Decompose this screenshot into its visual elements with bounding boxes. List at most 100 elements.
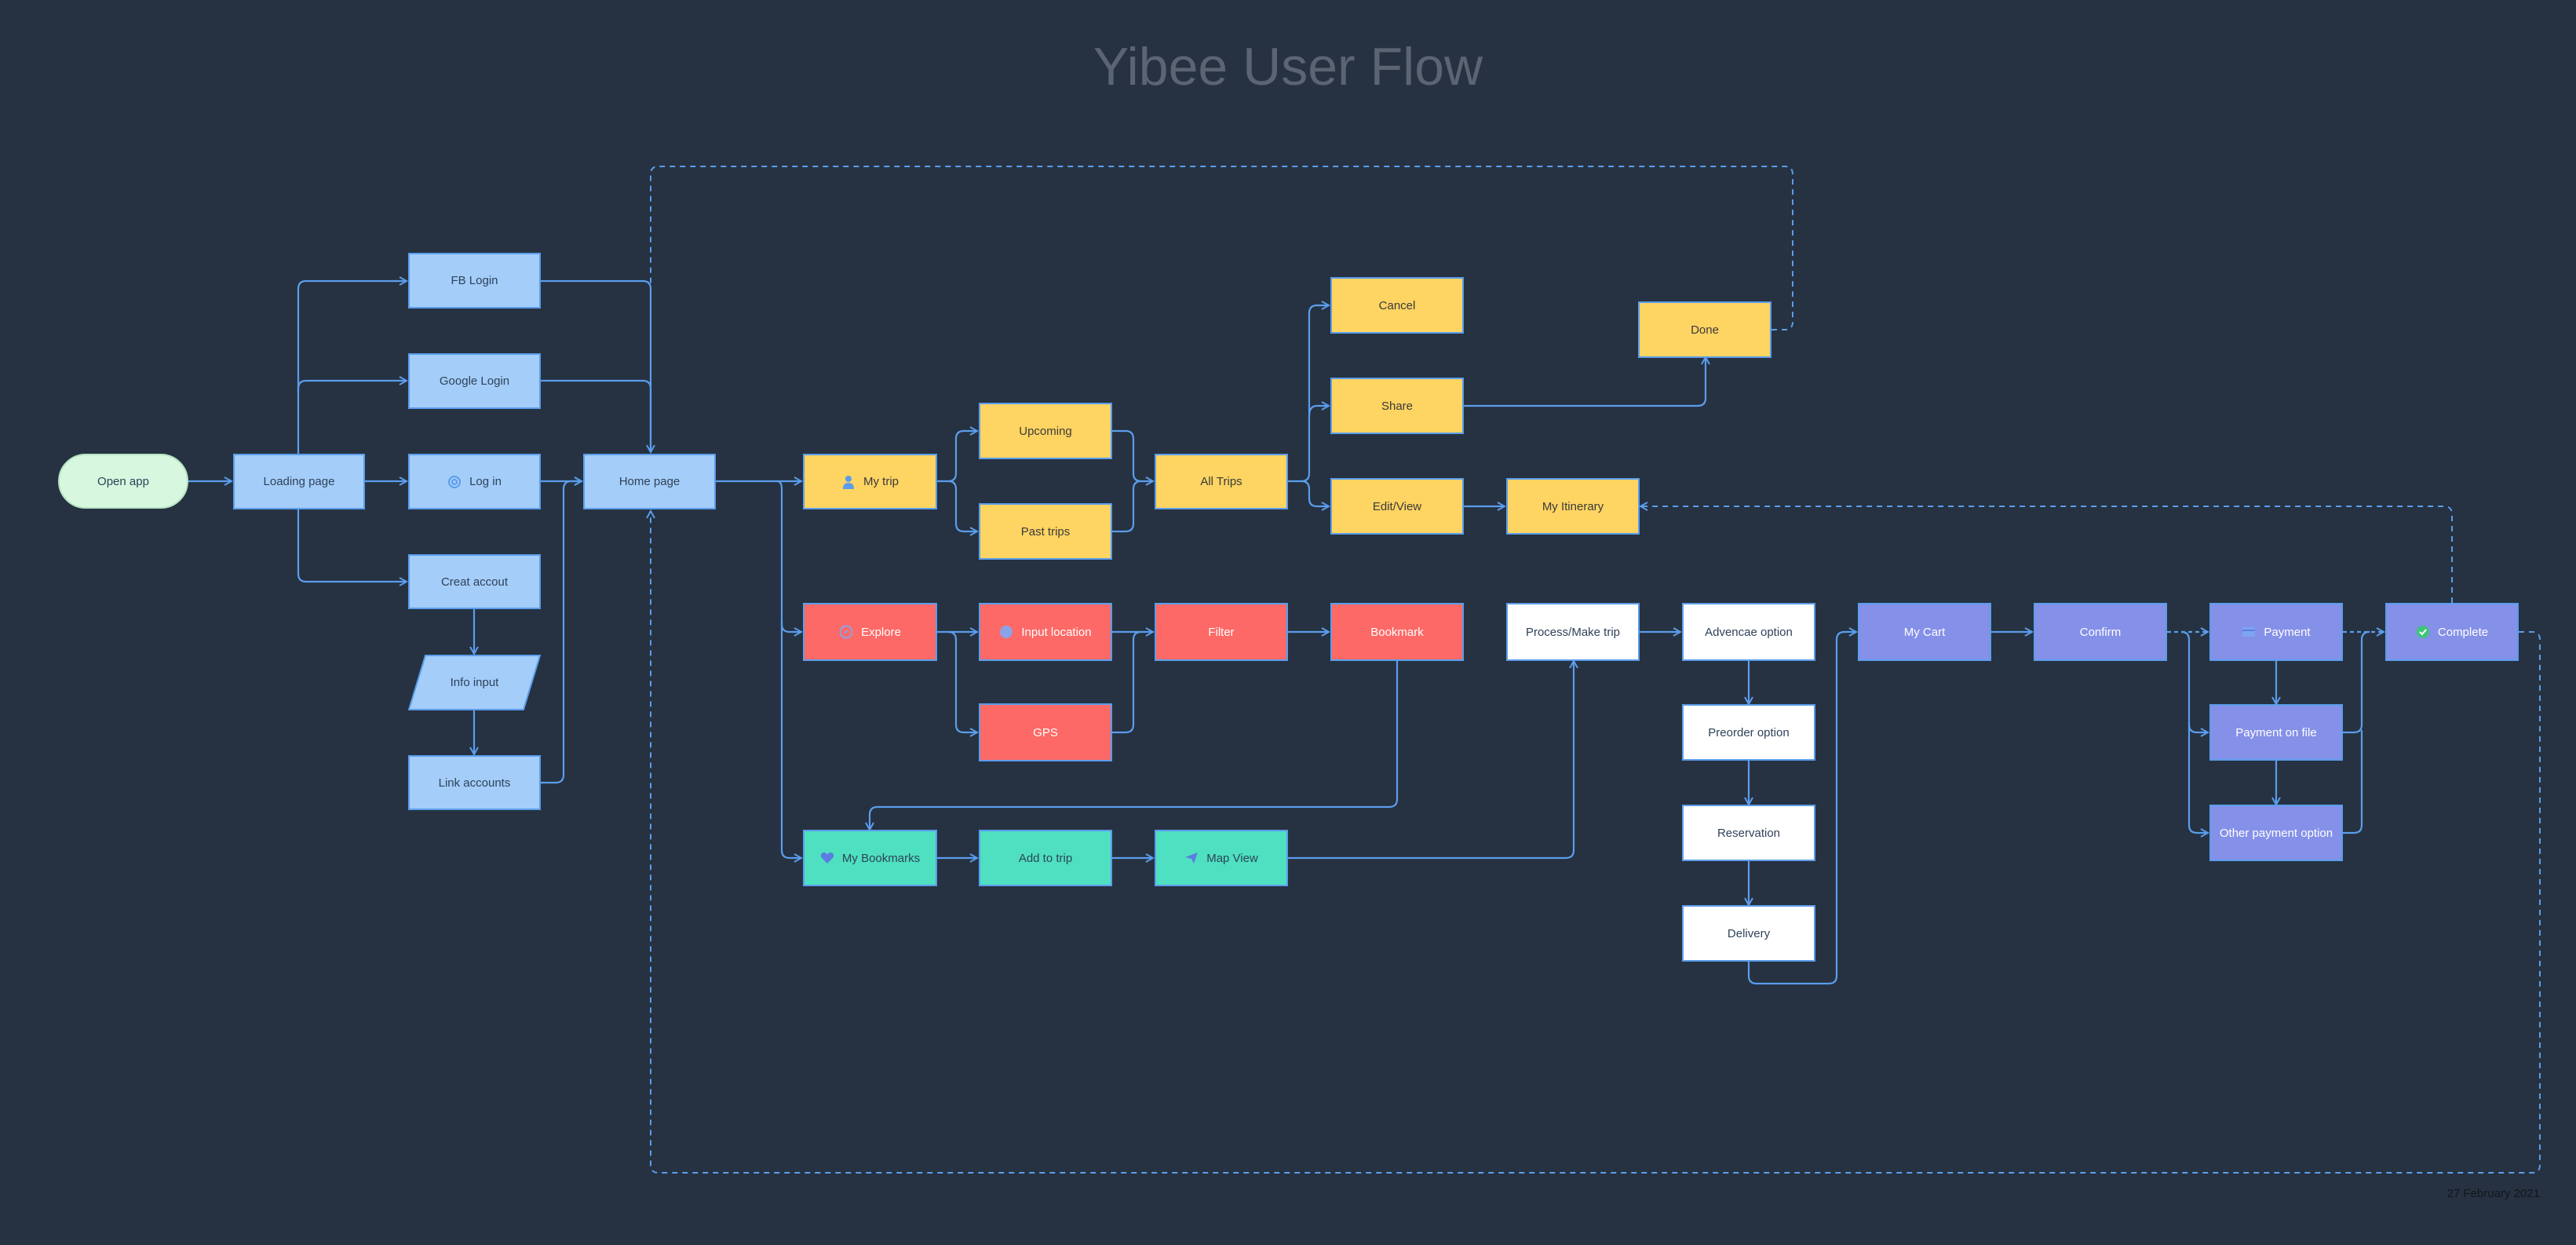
node-payment[interactable]: Payment <box>2209 603 2343 661</box>
node-google-login[interactable]: Google Login <box>408 353 541 409</box>
node-label: Complete <box>2437 625 2489 639</box>
node-my-cart[interactable]: My Cart <box>1858 603 1991 661</box>
node-explore[interactable]: Explore <box>803 603 937 661</box>
node-label: Loading page <box>263 475 335 488</box>
node-label: Link accounts <box>438 776 511 790</box>
node-label: Add to trip <box>1018 851 1073 865</box>
node-share[interactable]: Share <box>1330 378 1464 434</box>
edge-past-to-alltrips <box>1112 480 1142 533</box>
node-label: My Bookmarks <box>841 851 921 865</box>
node-payment-on-file[interactable]: Payment on file <box>2209 704 2343 761</box>
node-label: Payment <box>2264 625 2311 639</box>
node-complete[interactable]: Complete <box>2385 603 2519 661</box>
edge-complete-to-home-dashed <box>651 511 2541 1174</box>
node-loading-page[interactable]: Loading page <box>233 454 365 509</box>
node-map-view[interactable]: Map View <box>1155 830 1288 886</box>
edge-home-to-bookmarks <box>780 620 801 858</box>
edge-gps-to-filter <box>1112 630 1142 734</box>
node-label: Edit/View <box>1372 499 1422 513</box>
node-label: All Trips <box>1200 475 1242 488</box>
node-label: Log in <box>469 475 502 488</box>
heart-icon <box>820 852 834 864</box>
node-label: Confirm <box>2079 625 2122 639</box>
edge-alltrips-to-edit <box>1301 480 1329 506</box>
node-edit-view[interactable]: Edit/View <box>1330 478 1464 535</box>
node-label: Cancel <box>1378 298 1416 312</box>
edge-loading-to-google <box>297 381 407 392</box>
node-label: Filter <box>1208 625 1235 639</box>
compass-icon <box>839 625 853 639</box>
node-gps[interactable]: GPS <box>979 703 1112 761</box>
node-bookmark[interactable]: Bookmark <box>1330 603 1464 661</box>
node-past-trips[interactable]: Past trips <box>979 503 1112 560</box>
node-my-itinerary[interactable]: My Itinerary <box>1506 478 1640 535</box>
node-reservation[interactable]: Reservation <box>1682 805 1815 861</box>
node-label: Home page <box>618 475 680 488</box>
node-label: Advencae option <box>1705 625 1793 639</box>
diagram-title: Yibee User Flow <box>1093 37 1483 97</box>
node-label: Info input <box>450 676 499 689</box>
edge-home-to-explore <box>776 480 801 632</box>
edge-loading-to-creat <box>297 509 407 582</box>
edge-other-to-complete <box>2343 730 2363 834</box>
node-label: Creat accout <box>440 575 509 589</box>
node-label: My Cart <box>1903 625 1946 639</box>
at-sign-icon <box>447 475 462 489</box>
parallelogram-shape <box>408 655 541 710</box>
node-label: FB Login <box>451 274 498 287</box>
edge-bookmark-to-mybookmarks <box>870 661 1399 830</box>
node-other-payment-option[interactable]: Other payment option <box>2209 805 2343 861</box>
node-label: Input location <box>1021 625 1092 639</box>
edge-alltrips-to-cancel <box>1288 305 1329 483</box>
edge-delivery-to-cart <box>1747 632 1856 985</box>
node-link-accounts[interactable]: Link accounts <box>408 755 541 810</box>
node-label: Done <box>1691 323 1719 337</box>
edge-done-to-home-dashed <box>650 166 1793 452</box>
node-label: Payment on file <box>2235 725 2317 739</box>
node-done[interactable]: Done <box>1638 301 1771 358</box>
node-label: Delivery <box>1727 926 1771 940</box>
edge-mytrip-to-past <box>947 480 977 531</box>
edge-mytrip-to-upcoming <box>937 431 977 483</box>
node-label: Past trips <box>1020 524 1071 539</box>
node-advance-option[interactable]: Advencae option <box>1682 603 1815 661</box>
credit-card-icon <box>2242 626 2256 637</box>
node-label: Explore <box>861 625 901 639</box>
node-info-input[interactable]: Info input <box>408 655 541 710</box>
edge-share-to-done <box>1464 357 1706 407</box>
edge-alltrips-to-share <box>1308 406 1329 417</box>
edge-confirm-to-otherpayment <box>2187 722 2208 833</box>
node-confirm[interactable]: Confirm <box>2034 603 2167 661</box>
node-add-to-trip[interactable]: Add to trip <box>979 830 1112 886</box>
paper-plane-icon <box>1184 852 1199 864</box>
node-my-bookmarks[interactable]: My Bookmarks <box>803 830 937 886</box>
node-filter[interactable]: Filter <box>1155 603 1288 661</box>
node-process-make-trip[interactable]: Process/Make trip <box>1506 603 1640 661</box>
node-delivery[interactable]: Delivery <box>1682 905 1815 962</box>
node-my-trip[interactable]: My trip <box>803 454 937 509</box>
node-label: Open app <box>97 474 149 488</box>
check-circle-icon <box>2416 625 2430 639</box>
node-label: My trip <box>863 475 899 488</box>
node-home-page[interactable]: Home page <box>583 454 716 509</box>
node-label: Google Login <box>439 374 510 388</box>
node-open-app[interactable]: Open app <box>58 454 188 509</box>
node-fb-login[interactable]: FB Login <box>408 253 541 309</box>
node-label: GPS <box>1033 725 1058 739</box>
node-label: Process/Make trip <box>1525 625 1621 639</box>
node-creat-account[interactable]: Creat accout <box>408 554 541 609</box>
node-upcoming[interactable]: Upcoming <box>979 403 1112 459</box>
person-icon <box>841 474 856 490</box>
edge-mapview-to-process <box>1288 661 1574 860</box>
node-preorder-option[interactable]: Preorder option <box>1682 704 1815 761</box>
edge-explore-to-gps <box>947 630 977 732</box>
diagram-date: 27 February 2021 <box>2446 1187 2540 1200</box>
node-all-trips[interactable]: All Trips <box>1155 454 1288 509</box>
edge-complete-to-itinerary-dashed <box>1640 506 2453 603</box>
node-input-location[interactable]: Input location <box>979 603 1112 661</box>
node-cancel[interactable]: Cancel <box>1330 277 1464 334</box>
node-label: Map View <box>1206 851 1258 865</box>
edge-fb-to-home <box>541 279 651 452</box>
node-log-in[interactable]: Log in <box>408 454 541 509</box>
